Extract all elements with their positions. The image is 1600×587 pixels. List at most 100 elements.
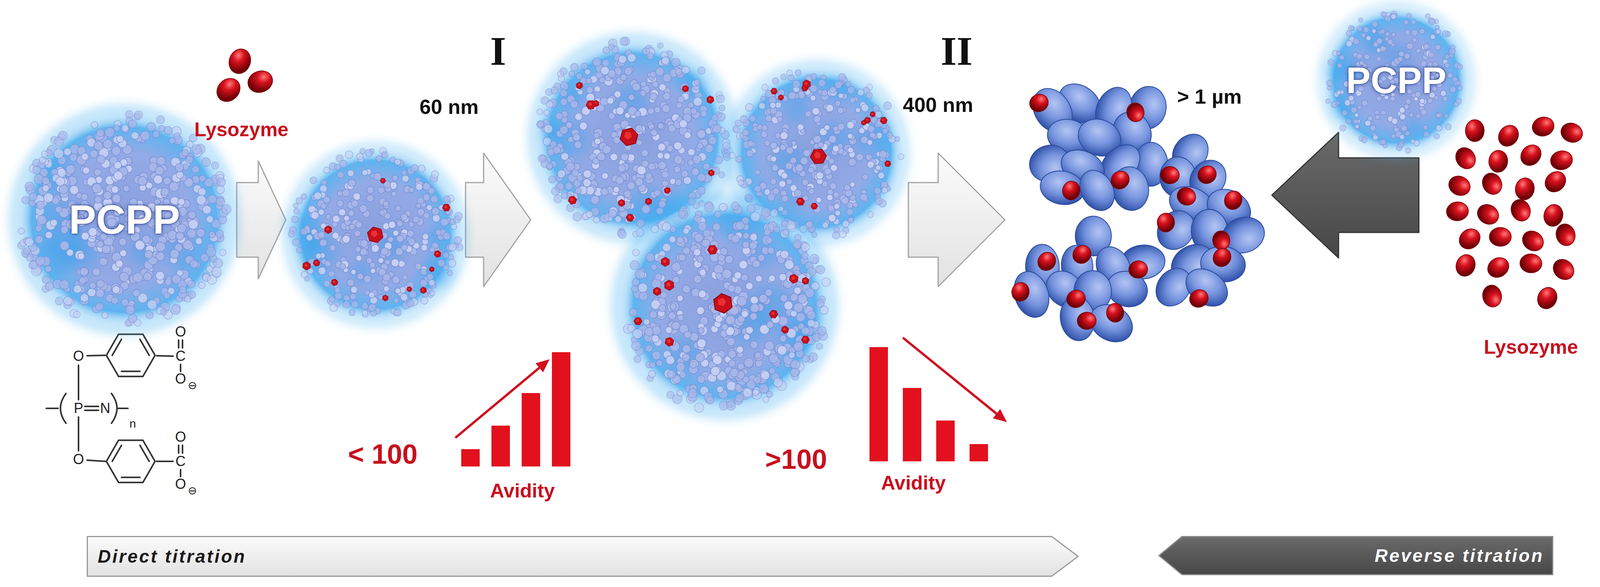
polymer-bead — [645, 173, 653, 180]
polymer-bead — [25, 237, 34, 247]
polymer-bead — [583, 169, 592, 178]
polymer-bead — [431, 207, 440, 216]
polymer-bead — [792, 80, 801, 88]
polymer-bead — [750, 340, 758, 349]
polymer-bead — [401, 175, 410, 183]
polymer-bead — [366, 186, 374, 194]
polymer-bead — [423, 212, 430, 219]
polymer-bead — [350, 286, 358, 294]
polymer-bead — [572, 133, 581, 141]
polymer-bead — [121, 298, 129, 306]
protein-polyhedron — [406, 286, 412, 292]
protein-polyhedron — [434, 250, 442, 258]
polymer-bead — [690, 107, 697, 115]
polymer-bead — [42, 184, 50, 192]
polymer-bead — [337, 171, 345, 179]
polymer-bead — [617, 229, 627, 239]
polymer-bead — [714, 155, 723, 164]
block-arrow — [236, 160, 286, 279]
polymer-bead — [666, 390, 674, 399]
avidity-bar — [491, 425, 510, 467]
polymer-bead — [806, 221, 814, 229]
node-outline — [285, 144, 466, 325]
polymer-bead — [422, 233, 429, 240]
polymer-bead — [304, 225, 311, 232]
polyhedron-facet — [665, 188, 669, 192]
polymer-bead — [602, 59, 610, 67]
polymer-bead — [682, 246, 691, 255]
polymer-bead — [343, 215, 350, 222]
polymer-bead — [560, 152, 569, 161]
polymer-bead — [420, 296, 429, 305]
sphere-halo — [288, 147, 463, 322]
polyhedron-facet — [881, 118, 886, 122]
polymer-bead — [650, 71, 656, 78]
protein-polyhedron — [302, 261, 311, 271]
trend-arrow — [455, 367, 540, 438]
polymer-bead — [852, 202, 859, 208]
polyhedron-facet — [435, 251, 439, 256]
polymer-bead — [648, 123, 655, 130]
polymer-bead — [801, 326, 810, 335]
polymer-bead — [291, 215, 298, 223]
polymer-bead — [544, 124, 553, 134]
polymer-bead — [661, 104, 671, 113]
polymer-bead — [95, 288, 105, 298]
polymer-bead — [725, 315, 736, 326]
polymer-bead — [383, 200, 389, 207]
polymer-bead — [593, 216, 600, 223]
lysozyme-molecule — [1534, 284, 1561, 313]
polymer-bead — [347, 278, 355, 287]
polymer-bead — [801, 252, 809, 260]
lysozyme-molecule — [1519, 253, 1543, 274]
polymer-bead — [654, 106, 661, 114]
polymer-bead — [772, 187, 780, 195]
polymer-bead — [92, 183, 102, 194]
polymer-bead — [847, 133, 853, 139]
polymer-bead — [348, 309, 356, 316]
polymer-bead — [215, 185, 225, 194]
polymer-bead — [429, 246, 435, 253]
polymer-bead — [44, 265, 52, 273]
polymer-bead — [156, 156, 166, 166]
polymer-bead — [294, 208, 300, 214]
polymer-bead — [572, 212, 582, 222]
polymer-bead — [320, 203, 327, 210]
polymer-bead — [332, 231, 340, 240]
polymer-bead — [383, 285, 390, 292]
polymer-bead — [717, 112, 726, 121]
polymer-bead — [420, 244, 428, 251]
polyhedron-facet — [443, 204, 448, 209]
polymer-bead — [660, 291, 668, 299]
polymer-bead — [837, 123, 845, 131]
polymer-sphere — [617, 199, 832, 413]
polymer-bead — [735, 155, 743, 163]
polymer-bead — [862, 173, 868, 180]
polymer-bead — [221, 204, 231, 214]
protein-polyhedron — [884, 160, 891, 167]
polymer-bead — [309, 176, 317, 184]
polymer-bead — [55, 296, 64, 305]
polymer-bead — [714, 210, 722, 218]
polymer-bead — [169, 181, 179, 192]
avidity-bars — [455, 337, 1007, 467]
polymer-bead — [163, 292, 171, 299]
polymer-bead — [781, 195, 789, 202]
polymer-bead — [600, 66, 610, 75]
polymer-bead — [800, 157, 809, 165]
polymer-bead — [334, 287, 341, 294]
protein-polyhedron — [706, 95, 714, 104]
polymer-bead — [401, 169, 408, 176]
polymer-bead — [849, 97, 856, 104]
polymer-bead — [801, 178, 809, 186]
polymer-bead — [179, 286, 187, 294]
polymer-bead — [414, 177, 421, 183]
double-bond — [140, 445, 150, 462]
polymer-bead — [618, 54, 627, 64]
polyhedron-facet — [430, 267, 433, 271]
polymer-bead — [635, 269, 645, 280]
polyhedron-facet — [588, 101, 593, 107]
protein-polyhedron — [331, 279, 338, 286]
polymer-bead — [833, 191, 840, 198]
polymer-bead — [666, 144, 674, 152]
